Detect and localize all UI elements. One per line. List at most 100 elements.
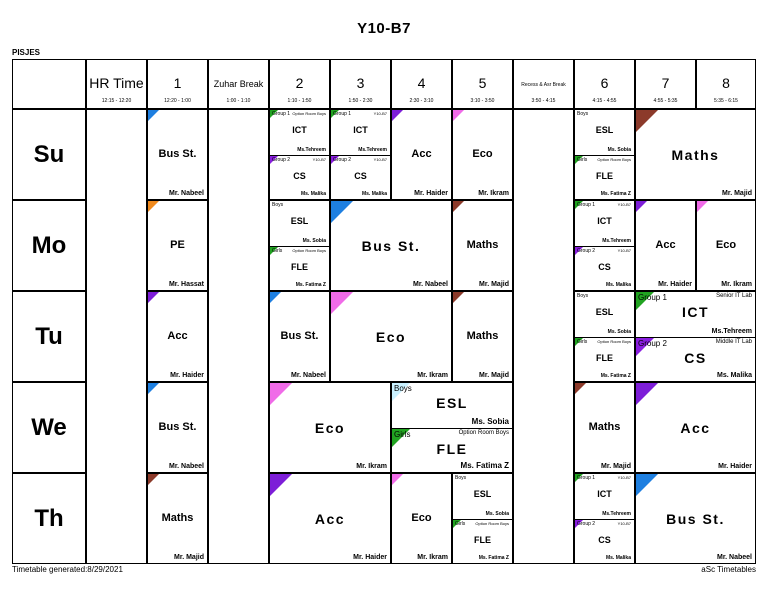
lesson-cell-su-6[interactable]: Boys ESL Ms. Sobia Girls Option Room Boy…: [574, 109, 635, 200]
subject-name: Maths: [161, 512, 194, 524]
subject-name: Eco: [314, 420, 346, 436]
teacher-name: Ms. Malika: [605, 555, 631, 561]
lesson-cell-tu-2[interactable]: Bus St. Mr. Nabeel: [269, 291, 330, 382]
girls-slot[interactable]: Girls Option Room Boys FLE Ms. Fatima Z: [575, 154, 634, 200]
lesson-cell-th-4[interactable]: Eco Mr. Ikram: [391, 473, 452, 564]
lesson-cell-su-3[interactable]: Group 1 Y10-B7 ICT Ms.Tehreem Group 2 Y1…: [330, 109, 391, 200]
period-name: Recess & Asr Break: [521, 82, 566, 88]
lesson-cell-su-1[interactable]: Bus St. Mr. Nabeel: [147, 109, 208, 200]
period-time: 2:30 - 3:10: [409, 98, 434, 104]
period-header-recess: Recess & Asr Break 3:50 - 4:15: [513, 59, 574, 109]
group-label: Boys: [577, 293, 589, 299]
lesson-cell-tu-7-8[interactable]: Group 1 Senior IT Lab ICT Ms.Tehreem Gro…: [635, 291, 756, 382]
group-1-slot[interactable]: Group 1 Y10-B7 ICT Ms.Tehreem: [575, 201, 634, 246]
lesson-cell-tu-5[interactable]: Maths Mr. Majid: [452, 291, 513, 382]
lesson-cell-th-1[interactable]: Maths Mr. Majid: [147, 473, 208, 564]
lesson-cell-mo-6[interactable]: Group 1 Y10-B7 ICT Ms.Tehreem Group 2 Y1…: [574, 200, 635, 291]
group-1-slot[interactable]: Group 1 Option Room Boys ICT Ms.Tehreem: [270, 110, 329, 155]
boys-slot[interactable]: Boys ESL Ms. Sobia: [453, 474, 512, 519]
teacher-name: Ms. Fatima Z: [478, 555, 509, 561]
lesson-cell-we-6[interactable]: Maths Mr. Majid: [574, 382, 635, 473]
teacher-name: Mr. Nabeel: [168, 190, 204, 197]
lesson-cell-su-5[interactable]: Eco Mr. Ikram: [452, 109, 513, 200]
teacher-name: Mr. Haider: [718, 463, 752, 470]
boys-slot[interactable]: Boys ESL Ms. Sobia: [575, 110, 634, 155]
lesson-cell-tu-6[interactable]: Boys ESL Ms. Sobia Girls Option Room Boy…: [574, 291, 635, 382]
lesson-cell-we-1[interactable]: Bus St. Mr. Nabeel: [147, 382, 208, 473]
lesson-cell-mo-5[interactable]: Maths Mr. Majid: [452, 200, 513, 291]
group-2-slot[interactable]: Group 2 Y10-B7 CS Ms. Malika: [575, 518, 634, 564]
lesson-cell-th-5[interactable]: Boys ESL Ms. Sobia Girls Option Room Boy…: [452, 473, 513, 564]
group-label: Group 1: [638, 293, 667, 302]
group-label: Group 1: [272, 111, 291, 117]
lesson-cell-mo-8[interactable]: Eco Mr. Ikram: [696, 200, 756, 291]
period-header-hr: HR Time 12:15 - 12:20: [86, 59, 147, 109]
subject-name: FLE: [474, 534, 491, 545]
group-1-slot[interactable]: Group 1 Y10-B7 ICT Ms.Tehreem: [331, 110, 390, 155]
group-2-slot[interactable]: Group 2 Y10-B7 CS Ms. Malika: [575, 245, 634, 291]
period-time: 3:10 - 3:50: [470, 98, 495, 104]
lesson-cell-su-2[interactable]: Group 1 Option Room Boys ICT Ms.Tehreem …: [269, 109, 330, 200]
lesson-cell-mo-3-4[interactable]: Bus St. Mr. Nabeel: [330, 200, 452, 291]
subject-name: ICT: [292, 125, 307, 135]
girls-slot[interactable]: Girls Option Room Boys FLE Ms. Fatima Z: [392, 427, 512, 473]
lesson-cell-we-2-3[interactable]: Eco Mr. Ikram: [269, 382, 391, 473]
subject-color-marker: [575, 474, 583, 482]
subject-name: Bus St.: [158, 421, 197, 433]
period-header-2: 2 1:10 - 1:50: [269, 59, 330, 109]
subject-name: Maths: [671, 147, 720, 163]
lesson-cell-we-7-8[interactable]: Acc Mr. Haider: [635, 382, 756, 473]
subject-name: Eco: [375, 329, 407, 345]
lesson-cell-su-7-8[interactable]: Maths Mr. Majid: [635, 109, 756, 200]
subject-name: ICT: [681, 304, 710, 320]
lesson-cell-we-4-5[interactable]: Boys ESL Ms. Sobia Girls Option Room Boy…: [391, 382, 513, 473]
teacher-name: Ms.Tehreem: [358, 146, 387, 153]
group-label: Girls: [394, 429, 411, 439]
teacher-name: Ms. Fatima Z: [600, 373, 631, 379]
period-header-1: 1 12:20 - 1:00: [147, 59, 208, 109]
day-label-we: We: [12, 382, 86, 473]
group-label: Girls: [272, 247, 283, 254]
boys-slot[interactable]: Boys ESL Ms. Sobia: [575, 292, 634, 337]
teacher-name: Ms. Sobia: [302, 237, 326, 244]
group-label: Group 1: [577, 202, 596, 208]
subject-color-marker: [636, 474, 658, 496]
group-label: Group 2: [577, 520, 596, 527]
boys-slot[interactable]: Boys ESL Ms. Sobia: [270, 201, 329, 246]
group-2-slot[interactable]: Group 2 Y10-B7 CS Ms. Malika: [270, 154, 329, 200]
period-time: 4:55 - 5:35: [653, 98, 678, 104]
lesson-cell-tu-1[interactable]: Acc Mr. Haider: [147, 291, 208, 382]
subject-color-marker: [331, 155, 339, 164]
subject-name: ESL: [473, 489, 492, 499]
lesson-cell-tu-3-4[interactable]: Eco Mr. Ikram: [330, 291, 452, 382]
group-label: Group 2: [272, 156, 291, 163]
boys-slot[interactable]: Boys ESL Ms. Sobia: [392, 383, 512, 428]
teacher-name: Mr. Ikram: [417, 372, 448, 379]
subject-color-marker: [331, 292, 353, 314]
teacher-name: Ms. Sobia: [471, 416, 509, 426]
lesson-cell-th-6[interactable]: Group 1 Y10-B7 ICT Ms.Tehreem Group 2 Y1…: [574, 473, 635, 564]
girls-slot[interactable]: Girls Option Room Boys FLE Ms. Fatima Z: [575, 336, 634, 382]
group-1-slot[interactable]: Group 1 Y10-B7 ICT Ms.Tehreem: [575, 474, 634, 519]
teacher-name: Mr. Haider: [353, 554, 387, 561]
lesson-cell-mo-7[interactable]: Acc Mr. Haider: [635, 200, 696, 291]
period-name: Zuhar Break: [213, 79, 264, 89]
lesson-cell-mo-2[interactable]: Boys ESL Ms. Sobia Girls Option Room Boy…: [269, 200, 330, 291]
recess-break-empty-column: [513, 109, 574, 564]
group-2-slot[interactable]: Group 2 Middle IT Lab CS Ms. Malika: [636, 336, 755, 382]
lesson-cell-th-2-3[interactable]: Acc Mr. Haider: [269, 473, 391, 564]
lesson-cell-su-4[interactable]: Acc Mr. Haider: [391, 109, 452, 200]
lesson-cell-mo-1[interactable]: PE Mr. Hassat: [147, 200, 208, 291]
group-label: Group 2: [638, 338, 667, 348]
room-label: Y10-B7: [617, 247, 631, 253]
lesson-cell-th-7-8[interactable]: Bus St. Mr. Nabeel: [635, 473, 756, 564]
group-2-slot[interactable]: Group 2 Y10-B7 CS Ms. Malika: [331, 154, 390, 200]
subject-color-marker: [453, 292, 464, 303]
group-label: Group 2: [333, 156, 352, 163]
girls-slot[interactable]: Girls Option Room Boys FLE Ms. Fatima Z: [453, 518, 512, 564]
period-time: 1:50 - 2:30: [348, 98, 373, 104]
teacher-name: Mr. Haider: [414, 190, 448, 197]
girls-slot[interactable]: Girls Option Room Boys FLE Ms. Fatima Z: [270, 245, 329, 291]
group-1-slot[interactable]: Group 1 Senior IT Lab ICT Ms.Tehreem: [636, 292, 755, 337]
period-name: 8: [722, 75, 730, 91]
